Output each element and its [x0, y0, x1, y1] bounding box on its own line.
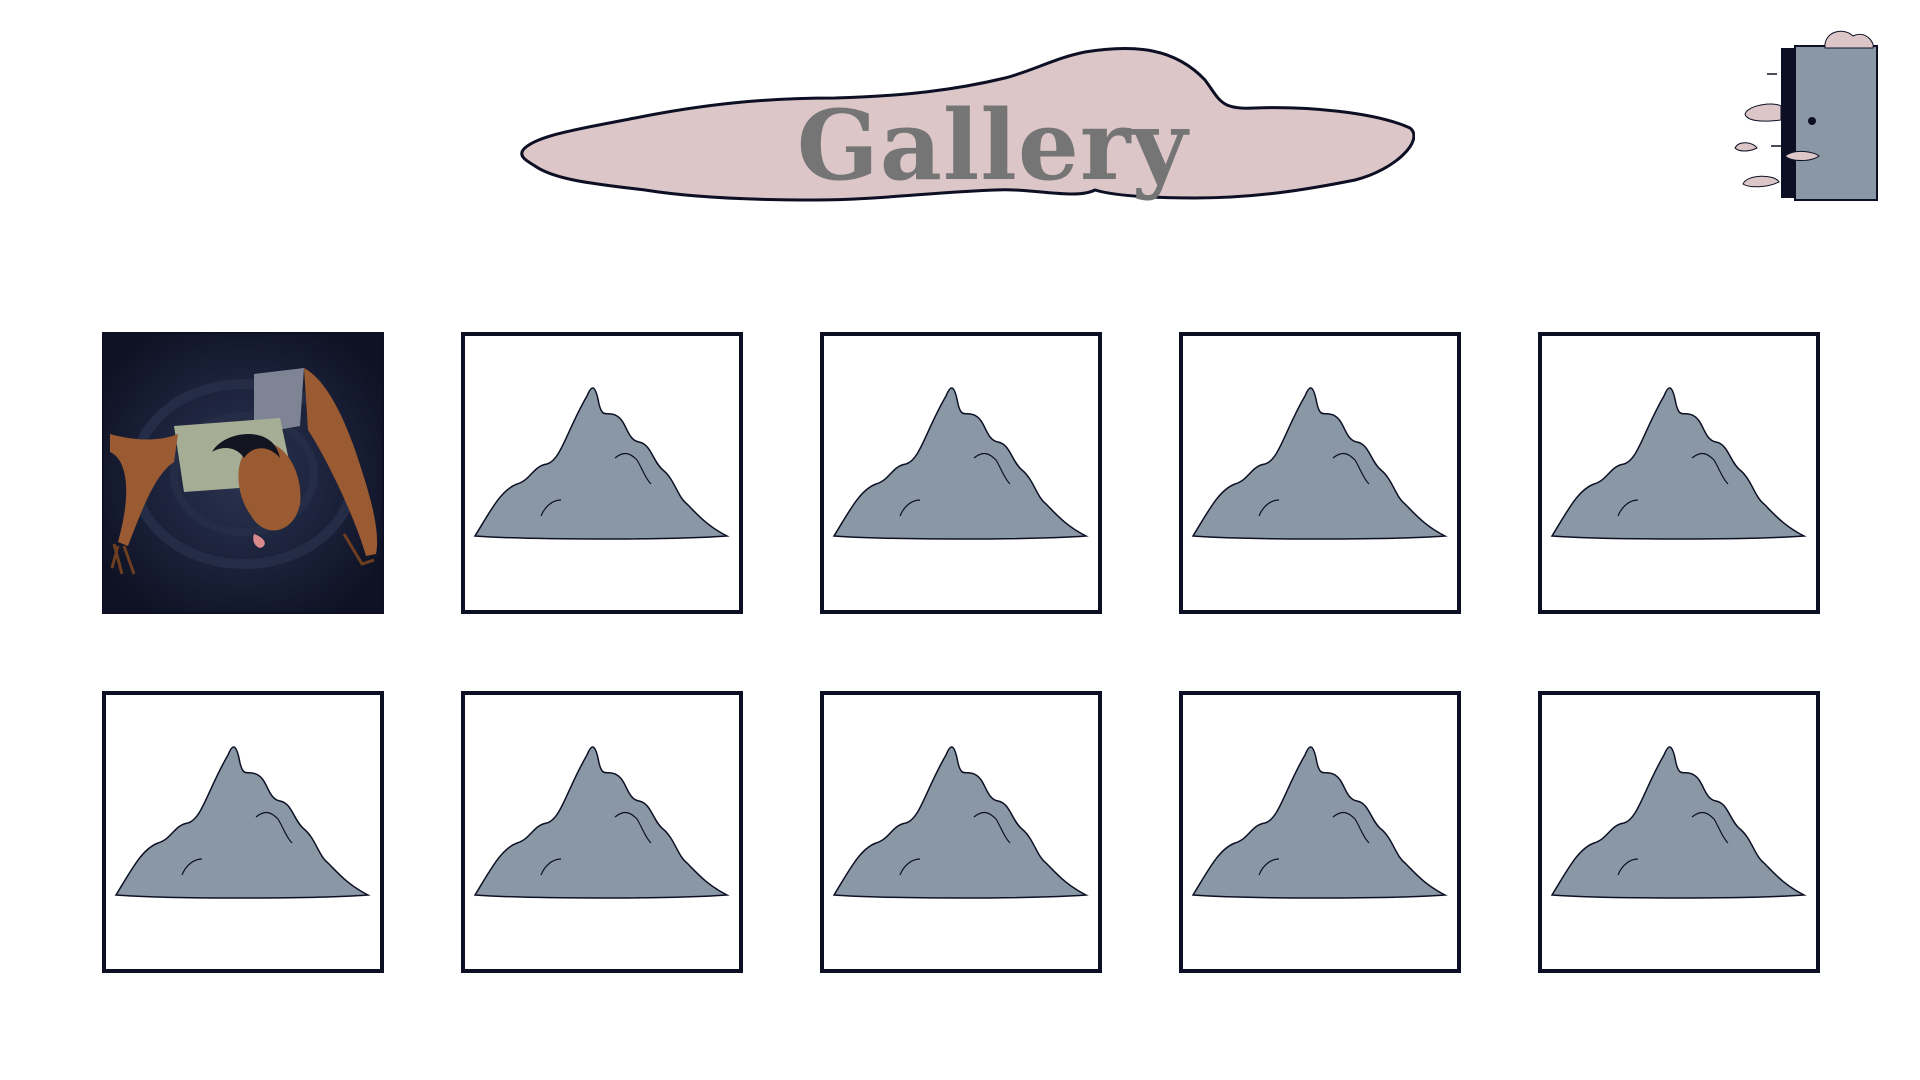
gallery-tile-10[interactable]: [1538, 691, 1820, 973]
gallery-tile-1[interactable]: [102, 332, 384, 614]
gallery-tile-9[interactable]: [1179, 691, 1461, 973]
title-blob-shape: [520, 47, 1415, 202]
gallery-title-banner: Gallery: [515, 40, 1415, 250]
gallery-tile-3[interactable]: [820, 332, 1102, 614]
mountain-placeholder-icon: [1550, 387, 1807, 540]
mountain-placeholder-icon: [473, 746, 730, 899]
mountain-placeholder-icon: [1191, 746, 1448, 899]
exit-door-button[interactable]: [1715, 22, 1890, 207]
door-icon: [1734, 30, 1878, 201]
mountain-placeholder-icon: [832, 746, 1089, 899]
gallery-tile-5[interactable]: [1538, 332, 1820, 614]
gallery-grid: [102, 332, 1820, 973]
gallery-tile-6[interactable]: [102, 691, 384, 973]
character-artwork-thumbnail: [104, 334, 382, 612]
gallery-tile-2[interactable]: [461, 332, 743, 614]
mountain-placeholder-icon: [473, 387, 730, 540]
mountain-placeholder-icon: [114, 746, 371, 899]
page-title: Gallery: [796, 88, 1189, 202]
gallery-tile-7[interactable]: [461, 691, 743, 973]
mountain-placeholder-icon: [1550, 746, 1807, 899]
mountain-placeholder-icon: [1191, 387, 1448, 540]
mountain-placeholder-icon: [832, 387, 1089, 540]
gallery-tile-4[interactable]: [1179, 332, 1461, 614]
gallery-tile-8[interactable]: [820, 691, 1102, 973]
